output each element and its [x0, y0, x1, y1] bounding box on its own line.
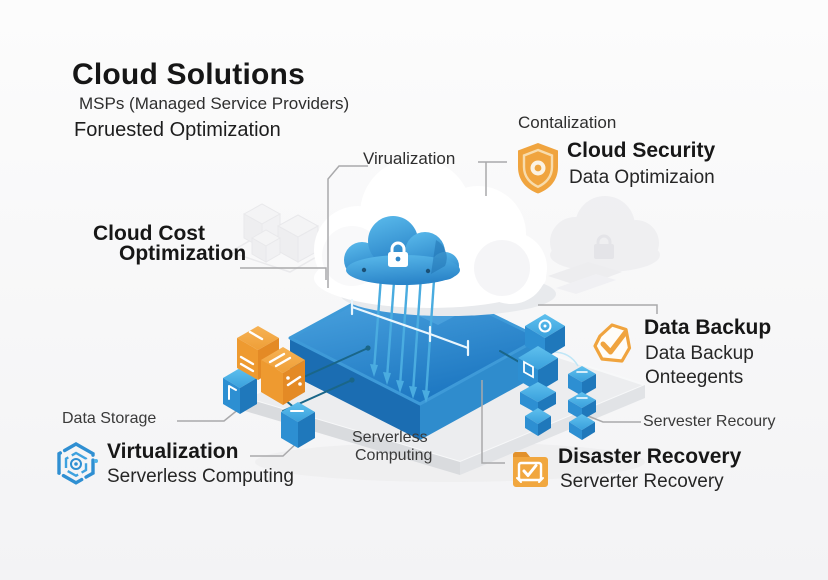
- data-backup-heading: Data Backup: [644, 316, 772, 339]
- disaster-recovery-heading: Disaster Recovery: [558, 445, 742, 468]
- hexagon-virtualization-icon: [57, 442, 98, 485]
- data-backup-sub-line2: Onteegents: [645, 367, 744, 388]
- cloud-cost-heading-line1: Cloud Cost: [93, 222, 205, 245]
- data-backup-sub-line1: Data Backup: [645, 343, 754, 364]
- cloud-security-sub: Data Optimizaion: [569, 167, 715, 188]
- title-subtitle-msps: MSPs (Managed Service Providers): [79, 94, 350, 113]
- serverless-label-line1: Serverless: [352, 429, 428, 446]
- left-cube-cluster: [223, 326, 315, 448]
- containerization-label: Contalization: [518, 113, 617, 132]
- cloud-security-heading: Cloud Security: [567, 139, 716, 162]
- folder-recovery-icon: [513, 452, 548, 487]
- page-title: Cloud Solutions: [72, 58, 305, 91]
- faint-cloud-illustration: [548, 196, 660, 294]
- shield-security-icon: [518, 143, 558, 194]
- server-recovery-label: Servester Recoury: [643, 413, 776, 430]
- title-subtitle-optimization: Foruested Optimization: [74, 119, 281, 141]
- serverless-label-line2: Computing: [355, 447, 433, 464]
- faint-buildings-illustration: [228, 203, 327, 273]
- virtualization-sub: Serverless Computing: [107, 466, 294, 487]
- padlock-cloud-icon: [388, 241, 408, 267]
- checkmark-backup-icon: [593, 323, 632, 363]
- disaster-recovery-sub: Serverter Recovery: [560, 471, 724, 492]
- virualization-label: Virualization: [363, 149, 456, 168]
- platform-bracket-lines: [350, 298, 470, 357]
- right-cube-stacks: [518, 314, 596, 440]
- virtualization-heading: Virtualization: [107, 440, 239, 463]
- cloud-cost-heading-line2: Optimization: [119, 242, 247, 265]
- blue-cloud: [344, 216, 460, 285]
- data-storage-label: Data Storage: [62, 410, 157, 427]
